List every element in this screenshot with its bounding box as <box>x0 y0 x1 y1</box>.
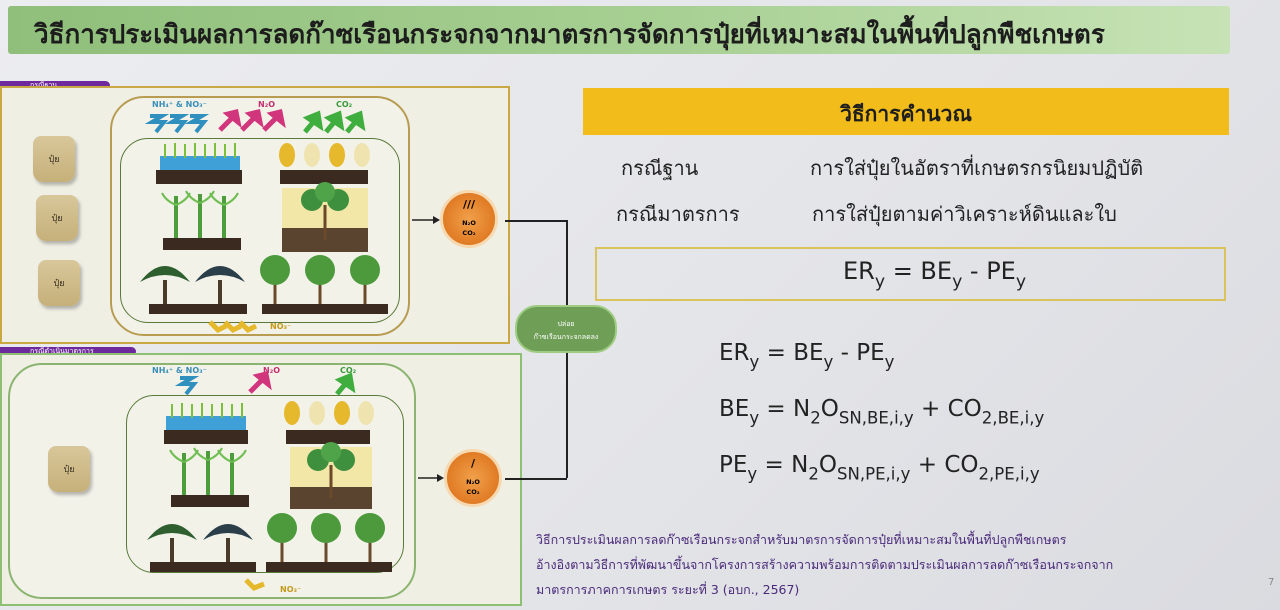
project-crop-area <box>126 395 404 573</box>
cassava-icon <box>290 442 372 509</box>
project-case-description: การใส่ปุ๋ยตามค่าวิเคราะห์ดินและใบ <box>812 202 1117 226</box>
oil-palm-icon <box>140 266 247 314</box>
nitrate-leach-label: NO₃⁻ <box>280 585 302 594</box>
emission-reduction-formula-box: ERy = BEy - PEy <box>595 247 1226 301</box>
calculation-method-header: วิธีการคำนวณ <box>583 88 1229 135</box>
ammonium-nitrate-label: NH₄⁺ & NO₃⁻ <box>152 100 207 109</box>
n2o-label: N₂O <box>263 366 280 375</box>
baseline-case-label: กรณีฐาน <box>621 156 699 180</box>
emission-reduced-badge: ปล่อย ก๊าซเรือนกระจกลดลง <box>515 305 617 353</box>
co2-label: CO₂ <box>340 366 357 375</box>
sugarcane-icon <box>161 190 241 250</box>
co2-arrow-icon <box>302 110 366 134</box>
footnote-line-2: อ้างอิงตามวิธีการที่พัฒนาขึ้นจากโครงการส… <box>536 557 1114 572</box>
emission-reduction-equation: ERy = BEy - PEy <box>719 340 895 372</box>
page-number: 7 <box>1268 577 1275 588</box>
n2o-arrow-icon <box>218 108 286 132</box>
project-case-label: กรณีมาตรการ <box>616 202 740 226</box>
baseline-crop-area <box>120 138 400 323</box>
n2o-arrow-icon <box>248 370 272 394</box>
rice-field-icon <box>164 403 248 444</box>
footnote-line-3: มาตรการภาคการเกษตร ระยะที่ 3 (อบก., 2567… <box>536 582 800 597</box>
nitrate-leach-arrow-icon <box>244 578 265 591</box>
fertilizer-bag-icon: ปุ๋ย <box>48 446 90 492</box>
corn-icon <box>279 143 370 184</box>
ammonium-arrow-icon <box>174 376 200 396</box>
slide-title: วิธีการประเมินผลการลดก๊าซเรือนกระจกจากมา… <box>34 20 1105 50</box>
nitrate-leach-label: NO₃⁻ <box>270 322 292 331</box>
cassava-icon <box>282 182 368 252</box>
project-emission-circle: / N₂O CO₂ <box>444 449 502 507</box>
fertilizer-bag-icon: ปุ๋ย <box>38 260 80 306</box>
sugarcane-icon <box>169 447 249 507</box>
fruit-tree-icon <box>266 513 392 572</box>
project-emission-equation: PEy = N2OSN,PE,i,y + CO2,PE,i,y <box>719 452 1040 484</box>
co2-label: CO₂ <box>336 100 353 109</box>
footnote-line-1: วิธีการประเมินผลการลดก๊าซเรือนกระจกสำหรั… <box>536 532 1067 547</box>
fertilizer-bag-icon: ปุ๋ย <box>33 136 75 182</box>
fruit-tree-icon <box>260 255 388 314</box>
title-banner: วิธีการประเมินผลการลดก๊าซเรือนกระจกจากมา… <box>8 6 1230 54</box>
nitrate-leach-arrow-icon <box>208 320 258 334</box>
baseline-emission-circle: /// N₂O CO₂ <box>440 190 498 248</box>
project-illustration <box>147 370 444 591</box>
co2-arrow-icon <box>334 372 356 396</box>
baseline-illustration <box>140 108 440 334</box>
n2o-label: N₂O <box>258 100 275 109</box>
ammonium-arrow-icon <box>144 114 210 134</box>
baseline-case-tag: กรณีฐาน <box>0 81 110 90</box>
connector-line <box>505 478 567 480</box>
corn-icon <box>284 401 374 444</box>
rice-field-icon <box>156 143 242 184</box>
connector-line <box>505 220 567 222</box>
project-case-tag: กรณีดำเนินมาตรการ <box>0 347 136 356</box>
ammonium-nitrate-label: NH₄⁺ & NO₃⁻ <box>152 366 207 375</box>
baseline-case-description: การใส่ปุ๋ยในอัตราที่เกษตรกรนิยมปฏิบัติ <box>810 156 1144 180</box>
fertilizer-bag-icon: ปุ๋ย <box>36 195 78 241</box>
emission-reduction-formula: ERy = BEy - PEy <box>843 257 1027 292</box>
oil-palm-icon <box>147 524 256 572</box>
baseline-emission-equation: BEy = N2OSN,BE,i,y + CO2,BE,i,y <box>719 396 1045 428</box>
